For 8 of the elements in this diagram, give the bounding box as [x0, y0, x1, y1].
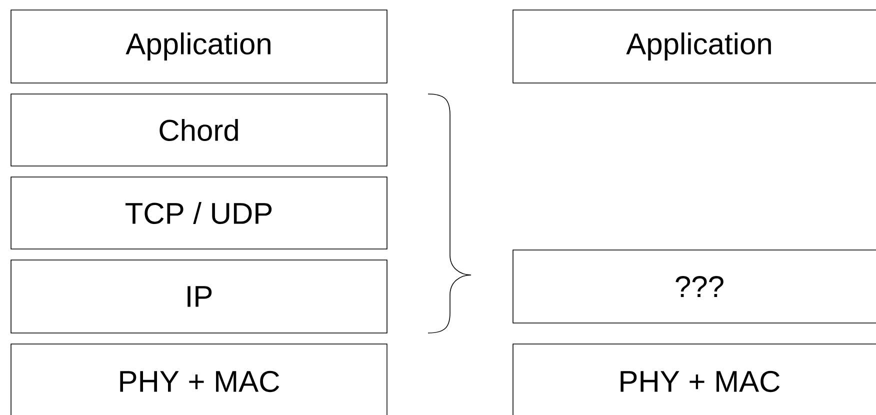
layer-box: TCP / UDP — [10, 176, 388, 250]
layer-box: PHY + MAC — [10, 344, 388, 415]
layer-box: Chord — [10, 94, 388, 166]
layer-box: IP — [10, 260, 388, 334]
layer-box: Application — [512, 10, 876, 84]
layer-box: ??? — [512, 250, 876, 324]
layer-box: Application — [10, 10, 388, 84]
layer-box: PHY + MAC — [512, 344, 876, 415]
